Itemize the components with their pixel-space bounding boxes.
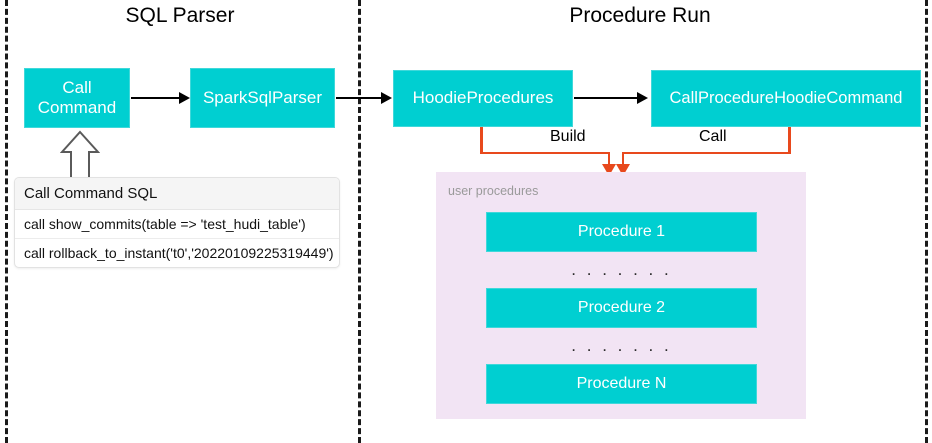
arrow-spark-to-hoodie-head-icon bbox=[381, 92, 392, 104]
arrow-call-command-to-spark-line bbox=[131, 97, 181, 99]
sql-table-row[interactable]: call rollback_to_instant('t0','202201092… bbox=[24, 245, 334, 261]
section-title-procedure-run: Procedure Run bbox=[569, 4, 711, 27]
user-procedures-panel-label: user procedures bbox=[448, 184, 539, 198]
procedure-ellipsis: . . . . . . . bbox=[571, 336, 672, 355]
procedure-box-label: Procedure N bbox=[576, 375, 667, 392]
sql-table-row[interactable]: call show_commits(table => 'test_hudi_ta… bbox=[15, 210, 339, 239]
arrow-hoodie-to-callproc-line bbox=[574, 97, 638, 99]
section-title-sql-parser: SQL Parser bbox=[125, 4, 235, 27]
section-divider-right bbox=[925, 0, 928, 443]
arrow-call-command-to-spark-head-icon bbox=[179, 92, 190, 104]
sql-table-header: Call Command SQL bbox=[15, 178, 339, 210]
procedure-box[interactable]: Procedure N bbox=[486, 364, 757, 404]
connector-call-segment-drop bbox=[621, 151, 624, 168]
edge-label-build: Build bbox=[545, 128, 591, 146]
node-hoodie-procedures-label: HoodieProcedures bbox=[412, 88, 554, 108]
procedure-ellipsis: . . . . . . . bbox=[571, 260, 672, 279]
section-divider-left bbox=[5, 0, 8, 443]
connector-call-segment-vertical bbox=[788, 127, 791, 154]
connector-build-segment-vertical bbox=[480, 127, 483, 154]
arrow-spark-to-hoodie-line bbox=[336, 97, 383, 99]
node-call-command[interactable]: Call Command bbox=[24, 68, 130, 128]
node-call-procedure-hoodie-command-label: CallProcedureHoodieCommand bbox=[669, 88, 903, 107]
connector-call-segment-horizontal bbox=[622, 151, 791, 154]
node-call-procedure-hoodie-command[interactable]: CallProcedureHoodieCommand bbox=[651, 70, 921, 127]
user-procedures-panel: user procedures Procedure 1 . . . . . . … bbox=[436, 172, 806, 419]
procedure-box[interactable]: Procedure 2 bbox=[486, 288, 757, 328]
procedure-box-label: Procedure 1 bbox=[577, 223, 666, 240]
node-hoodie-procedures[interactable]: HoodieProcedures bbox=[393, 70, 573, 127]
connector-build-segment-drop bbox=[607, 151, 610, 168]
call-command-sql-table: Call Command SQL call show_commits(table… bbox=[14, 177, 340, 268]
arrow-hoodie-to-callproc-head-icon bbox=[637, 92, 648, 104]
node-spark-sql-parser[interactable]: SparkSqlParser bbox=[190, 68, 335, 128]
procedure-box[interactable]: Procedure 1 bbox=[486, 212, 757, 252]
node-call-command-label-line1: Call bbox=[62, 77, 92, 97]
node-spark-sql-parser-label: SparkSqlParser bbox=[202, 87, 323, 107]
connector-build-segment-horizontal bbox=[480, 151, 610, 154]
node-call-command-label-line2: Command bbox=[37, 98, 117, 117]
edge-label-call: Call bbox=[694, 128, 732, 146]
procedure-box-label: Procedure 2 bbox=[577, 299, 666, 316]
hollow-up-arrow-icon bbox=[60, 130, 100, 179]
section-divider-middle bbox=[358, 0, 361, 443]
